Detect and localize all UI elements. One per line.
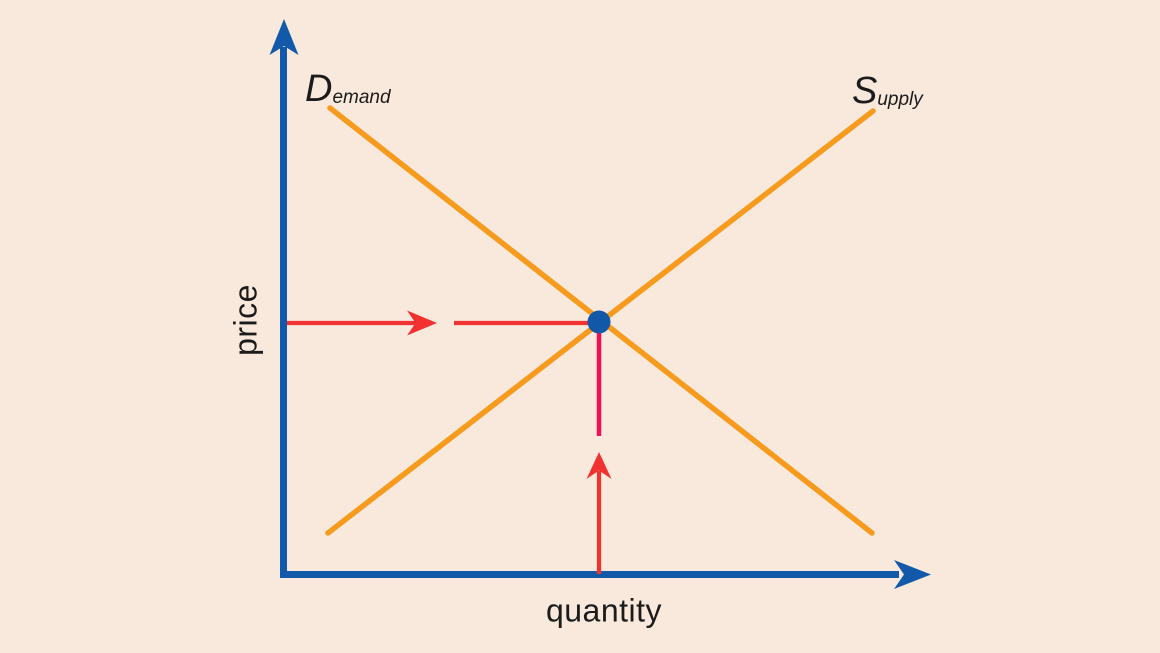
price-arrowhead <box>407 310 437 336</box>
demand-label-initial: D <box>305 68 333 110</box>
supply-label-initial: S <box>852 70 878 112</box>
x-axis-label: quantity <box>545 592 663 629</box>
supply-label-rest: upply <box>877 89 923 110</box>
x-axis-arrowhead <box>894 560 931 589</box>
y-axis-label: price <box>227 284 264 356</box>
demand-label-rest: emand <box>332 87 391 108</box>
y-axis-arrowhead <box>269 19 299 55</box>
equilibrium-point <box>587 310 611 334</box>
quantity-arrowhead <box>586 452 612 479</box>
